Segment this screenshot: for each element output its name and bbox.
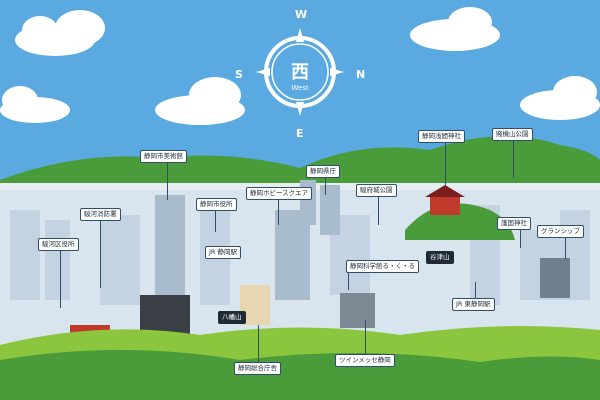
label-shizuoka-hobby-square: 静岡ホビースクエア <box>246 187 313 200</box>
label-jr-higashi-shizuoka-station: JR 東静岡駅 <box>452 298 495 311</box>
compass-south: S <box>235 68 243 81</box>
label-yatsuyama: 谷津山 <box>426 251 454 264</box>
label-shizuoka-general-office: 静岡総合庁舎 <box>234 362 281 375</box>
label-shizuoka-city-hall: 静岡市役所 <box>196 198 237 211</box>
label-sunpu-castle-park: 駿府城公園 <box>356 184 397 197</box>
label-shizuoka-prefectural-office: 静岡県庁 <box>306 165 340 178</box>
label-shizuhatayama-park: 賤機山公園 <box>492 128 533 141</box>
compass-north: N <box>356 68 366 81</box>
compass-east: E <box>296 127 304 140</box>
label-suruga-fire-station: 駿河消防署 <box>80 208 121 221</box>
compass-center-label: West <box>291 84 309 92</box>
label-shizuoka-science-museum: 静岡科学館る・く・る <box>346 260 419 273</box>
label-hachibeyama: 八幡山 <box>218 311 246 324</box>
label-jr-shizuoka-station: JR 静岡駅 <box>205 246 241 259</box>
label-gokoku-shrine: 護国神社 <box>497 217 531 230</box>
label-shizuoka-sengen-shrine: 静岡浅間神社 <box>418 130 465 143</box>
label-twin-messe: ツインメッセ静岡 <box>335 354 395 367</box>
compass <box>250 20 350 135</box>
label-suruga-ward-office: 駿河区役所 <box>38 238 79 251</box>
clouds <box>0 7 600 125</box>
label-shizuoka-art-museum: 静岡市美術館 <box>140 150 187 163</box>
compass-kanji: 西 <box>291 62 309 83</box>
label-grand-ship: グランシップ <box>537 225 584 238</box>
compass-west: W <box>295 8 308 21</box>
